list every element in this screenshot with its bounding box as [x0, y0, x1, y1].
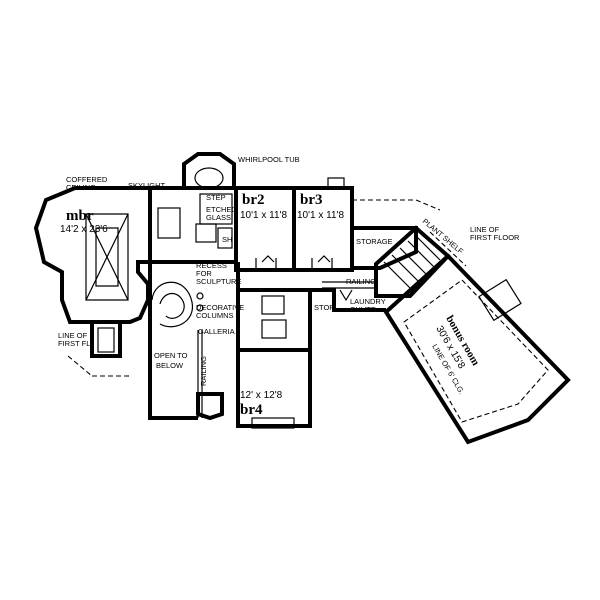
label-coffered: COFFERED [66, 175, 108, 184]
room-name-mbr: mbr [66, 208, 94, 224]
label-columns: COLUMNS [196, 311, 234, 320]
stair-and-plant-shelf-walls [374, 225, 467, 298]
room-name-br2: br2 [242, 192, 265, 208]
room-dims-br2: 10'1 x 11'8 [240, 210, 287, 221]
annotation-labels: COFFERED CEILING SKYLIGHT WHIRLPOOL TUB … [58, 155, 520, 396]
label-step: STEP [206, 193, 226, 202]
room-dims-br3: 10'1 x 11'8 [297, 210, 344, 221]
label-storage: STORAGE [356, 237, 393, 246]
label-decorative: DECORATIVE [196, 303, 244, 312]
label-railing-left: RAILING [199, 356, 208, 386]
room-labels: mbr 14'2 x 23'6 br2 10'1 x 11'8 br3 10'1… [60, 192, 482, 418]
master-bedroom-walls [33, 186, 152, 358]
label-first-fl: FIRST FL. [58, 339, 92, 348]
label-recess: RECESS [196, 261, 227, 270]
label-line-of-first-fl: LINE OF [58, 331, 88, 340]
label-shower: SH [222, 235, 232, 244]
room-dims-mbr: 14'2 x 23'6 [60, 224, 108, 235]
room-dims-br4: 12' x 12'8 [240, 390, 283, 401]
label-galleria: GALLERIA [198, 327, 235, 336]
laundry-and-hall-walls [236, 281, 386, 352]
label-railing-right: RAILING [346, 277, 376, 286]
label-ceiling: CEILING [66, 183, 96, 192]
label-chute: CHUTE [350, 305, 376, 314]
label-stor: STOR. [314, 303, 337, 312]
label-whirlpool-tub: WHIRLPOOL TUB [238, 155, 300, 164]
label-line-of-first-floor: LINE OF [470, 225, 500, 234]
label-first-floor: FIRST FLOOR [470, 233, 520, 242]
label-laundry: LAUNDRY [350, 297, 386, 306]
label-etched: ETCHED [206, 205, 237, 214]
room-name-br4: br4 [240, 402, 263, 418]
storage-walls [350, 199, 441, 270]
label-glass: GLASS [206, 213, 231, 222]
label-below: BELOW [156, 361, 184, 370]
label-recess-for: FOR [196, 269, 212, 278]
label-skylight: SKYLIGHT [128, 181, 166, 190]
room-name-br3: br3 [300, 192, 323, 208]
bonus-room-walls [383, 253, 571, 445]
bedroom-4-walls [196, 348, 312, 429]
label-open-to: OPEN TO [154, 351, 188, 360]
label-recess-sculpture: SCULPTURE [196, 277, 241, 286]
